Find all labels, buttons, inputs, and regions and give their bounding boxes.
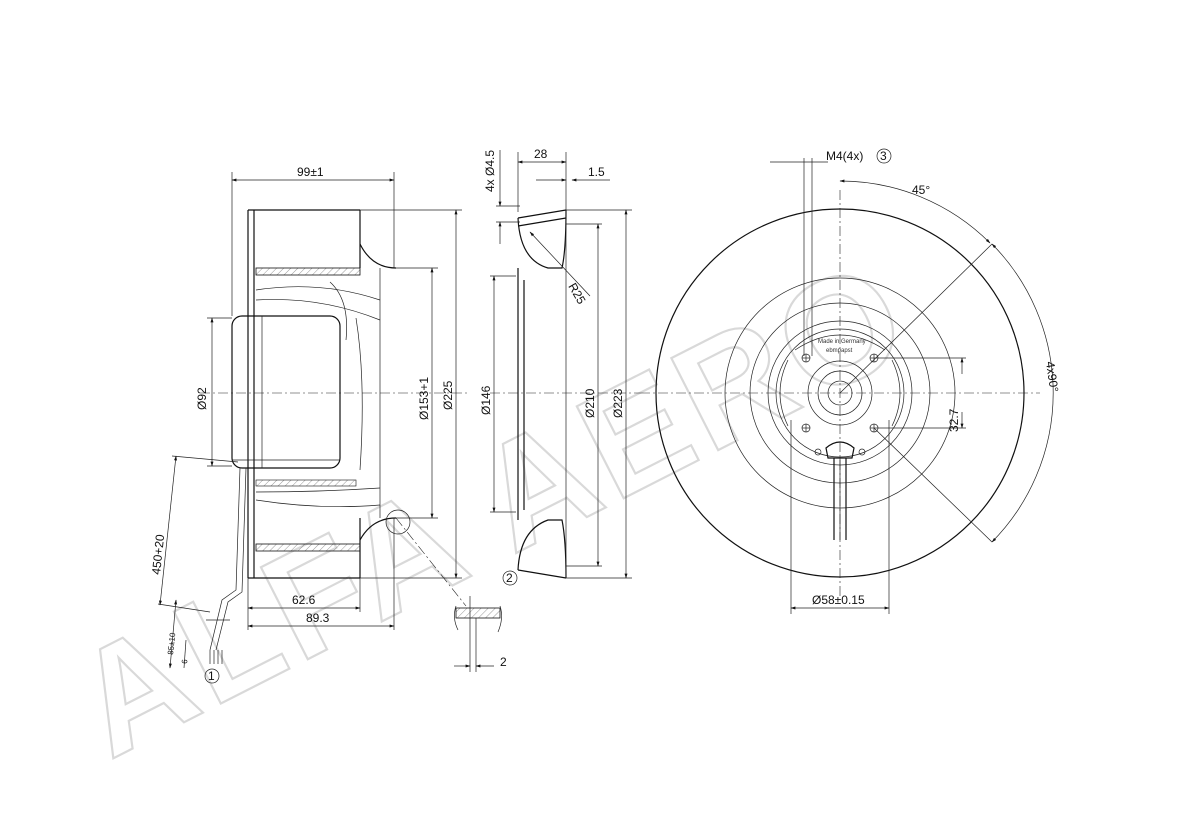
dim-28: 28 [534,147,548,161]
dim-2: 2 [500,655,507,669]
dim-r25: R25 [565,281,588,307]
callout-1: 1 [208,669,215,683]
dim-99: 99±1 [297,165,324,179]
section-view-dimensions: 28 1.5 4x Ø4.5 R25 Ø146 Ø210 Ø223 [479,147,632,579]
label-made-in: Made in Germany [818,339,866,345]
dim-32-7: 32.7 [947,408,961,432]
dim-85: 85±10 [166,632,177,656]
dim-4x90: 4x90° [1043,360,1061,393]
dim-d210: Ø210 [583,388,597,418]
dim-45: 45° [912,183,930,197]
detail-2: 2 2 [454,570,518,672]
watermark-text: ALFA AERO [48,226,935,789]
dim-62-6: 62.6 [292,593,316,607]
side-view [200,209,470,664]
dim-6: 6 [180,658,189,664]
side-view-dimensions: 99±1 Ø92 Ø153+1 Ø225 62.6 89.3 450+20 85… [149,165,462,684]
watermark: ALFA AERO [47,225,936,790]
dim-d225: Ø225 [441,380,455,410]
dim-1-5: 1.5 [588,165,605,179]
dim-450: 450+20 [149,533,167,575]
dim-d153: Ø153+1 [417,377,431,420]
front-view-dimensions: M4(4x) 3 45° 4x90° 32.7 Ø58±0.15 [770,148,1061,614]
section-view [385,209,640,607]
dim-d58: Ø58±0.15 [812,593,865,607]
callout-2: 2 [506,571,513,585]
dim-89-3: 89.3 [306,611,330,625]
dim-d146: Ø146 [479,385,493,415]
dim-m4: M4(4x) [826,149,863,163]
dim-d92: Ø92 [195,387,209,410]
label-brand: ebmpapst [826,348,853,354]
dim-holes: 4x Ø4.5 [483,150,497,192]
dim-d223: Ø223 [611,388,625,418]
callout-3: 3 [880,149,887,163]
